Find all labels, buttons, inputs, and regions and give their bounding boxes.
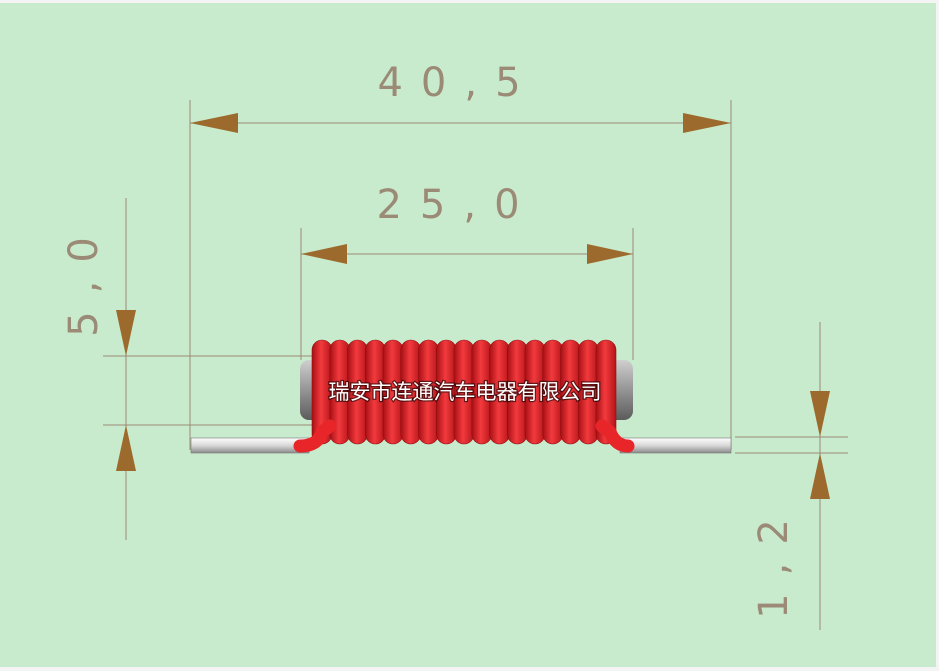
arrow-overall-left	[190, 113, 238, 133]
dimension-lines	[103, 100, 848, 630]
left-lead-bend	[293, 419, 337, 453]
coil-winding	[311, 339, 617, 445]
drawing-background	[0, 3, 936, 667]
arrow-diameter-bottom	[116, 425, 136, 471]
arrow-coil-left	[301, 244, 347, 264]
overall-length-label: 40,5	[377, 60, 538, 106]
arrow-coil-right	[587, 244, 633, 264]
coil-length-label: 25,0	[376, 182, 537, 228]
arrow-overall-right	[683, 113, 731, 133]
company-watermark: 瑞安市连通汽车电器有限公司	[329, 380, 602, 404]
arrow-wire-top	[810, 391, 830, 437]
coil-diameter-label: 5,0	[61, 219, 107, 337]
coil-turn	[595, 339, 617, 445]
right-lead-bend	[595, 419, 635, 453]
wire-diameter-label: 1,2	[751, 501, 797, 619]
right-lead	[619, 437, 732, 454]
arrow-diameter-top	[116, 310, 136, 356]
inductor	[190, 339, 732, 454]
arrow-wire-bottom	[810, 453, 830, 499]
left-lead	[190, 437, 310, 454]
dimension-arrows	[116, 113, 830, 499]
